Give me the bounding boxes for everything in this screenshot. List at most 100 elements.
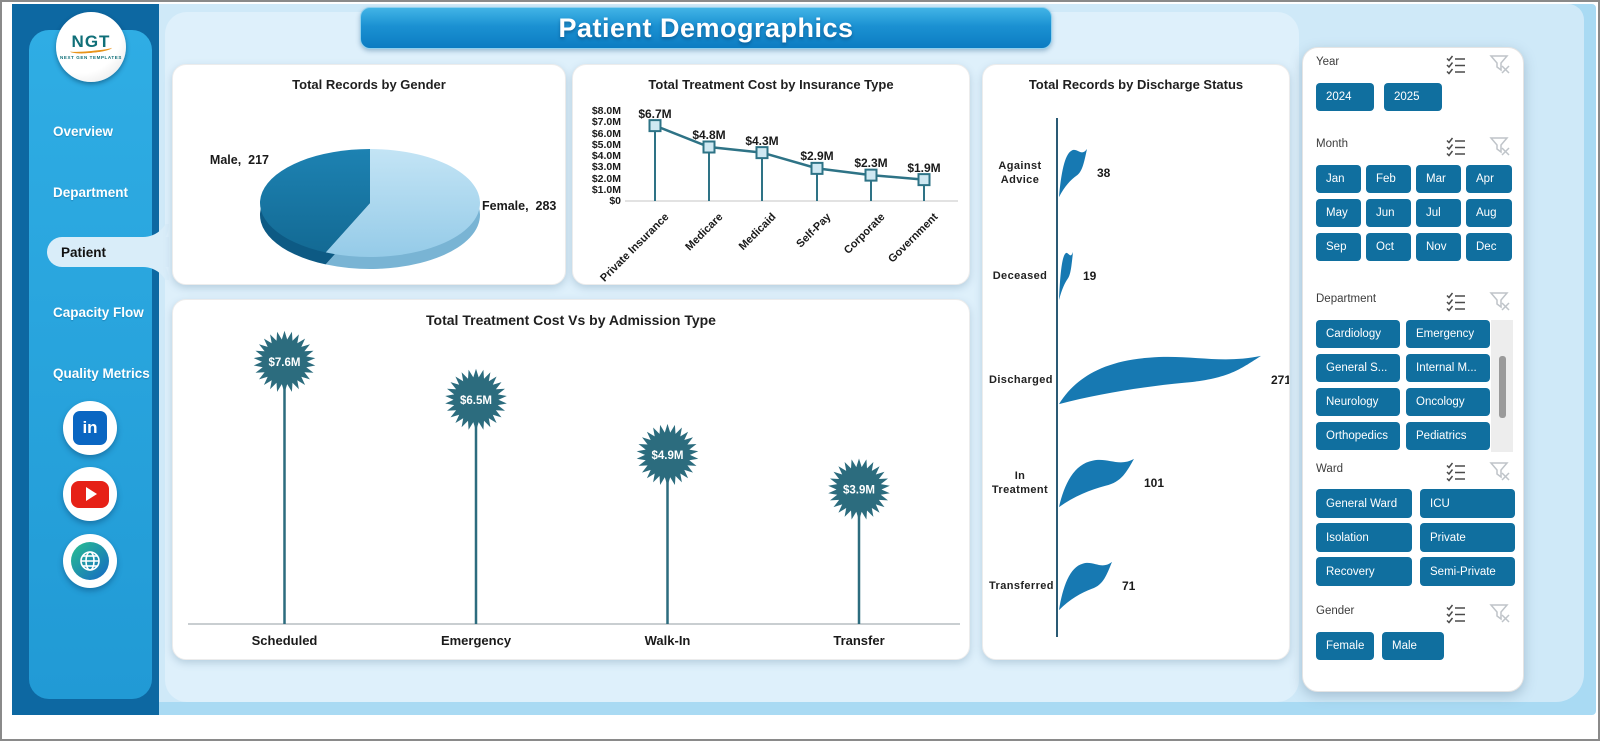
month-option-jul[interactable]: Jul [1416, 199, 1461, 227]
month-option-may[interactable]: May [1316, 199, 1361, 227]
month-option-nov[interactable]: Nov [1416, 233, 1461, 261]
department-option-internal-m-[interactable]: Internal M... [1406, 354, 1490, 382]
department-option-neurology[interactable]: Neurology [1316, 388, 1400, 416]
card-insurance-line: Total Treatment Cost by Insurance Type $… [572, 64, 970, 285]
admission-category-label: Walk-In [644, 633, 691, 648]
slicer-label-department: Department [1316, 293, 1377, 305]
department-option-pediatrics[interactable]: Pediatrics [1406, 422, 1490, 450]
clear-filter-icon[interactable] [1489, 54, 1511, 76]
ward-option-icu[interactable]: ICU [1420, 489, 1515, 518]
select-all-icon[interactable] [1445, 461, 1467, 483]
youtube-button[interactable] [63, 467, 117, 521]
slicer-icons-year [1445, 54, 1511, 76]
page-title: Patient Demographics [558, 12, 854, 43]
month-option-aug[interactable]: Aug [1466, 199, 1512, 227]
discharge-value: 19 [1083, 269, 1097, 283]
select-all-icon[interactable] [1445, 54, 1467, 76]
svg-text:$6.5M: $6.5M [460, 395, 492, 407]
y-tick: $4.0M [591, 150, 621, 162]
discharge-category-label: Deceased [992, 270, 1048, 282]
point-value-label: $6.7M [638, 106, 672, 121]
linkedin-button[interactable]: in [63, 401, 117, 455]
point-value-label: $4.8M [692, 128, 726, 142]
svg-text:$7.6M: $7.6M [269, 357, 301, 369]
year-option-2024[interactable]: 2024 [1316, 83, 1374, 111]
month-option-mar[interactable]: Mar [1416, 165, 1461, 193]
sidebar-item-overview[interactable]: Overview [53, 123, 114, 139]
logo-subtext: NEXT GEN TEMPLATES [60, 55, 122, 60]
slicer-label-gender: Gender [1316, 605, 1355, 617]
department-option-oncology[interactable]: Oncology [1406, 388, 1490, 416]
gender-option-male[interactable]: Male [1382, 632, 1444, 660]
select-all-icon[interactable] [1445, 136, 1467, 158]
select-all-icon[interactable] [1445, 603, 1467, 625]
sidebar-item-patient[interactable]: Patient [47, 237, 169, 267]
ward-option-private[interactable]: Private [1420, 523, 1515, 552]
y-tick: $1.0M [591, 183, 621, 196]
department-option-emergency[interactable]: Emergency [1406, 320, 1490, 348]
month-option-jun[interactable]: Jun [1366, 199, 1411, 227]
line-chart-title: Total Treatment Cost by Insurance Type [648, 77, 894, 92]
discharge-category-label: Discharged [989, 374, 1053, 386]
clear-filter-icon[interactable] [1489, 136, 1511, 158]
discharge-value: 38 [1097, 166, 1111, 180]
month-option-sep[interactable]: Sep [1316, 233, 1361, 261]
month-option-oct[interactable]: Oct [1366, 233, 1411, 261]
y-tick: $7.0M [591, 116, 621, 129]
department-option-orthopedics[interactable]: Orthopedics [1316, 422, 1400, 450]
y-tick: $3.0M [591, 161, 621, 174]
ward-option-isolation[interactable]: Isolation [1316, 523, 1412, 552]
department-scrollbar-thumb[interactable] [1499, 356, 1506, 418]
website-button[interactable] [63, 534, 117, 588]
point-value-label: $2.3M [854, 156, 888, 171]
y-tick: $6.0M [591, 127, 621, 140]
gender-option-female[interactable]: Female [1316, 632, 1374, 660]
department-scrollbar[interactable] [1491, 320, 1513, 452]
admission-category-label: Transfer [833, 633, 885, 648]
clear-filter-icon[interactable] [1489, 291, 1511, 313]
department-option-general-s-[interactable]: General S... [1316, 354, 1400, 382]
flag-bar[interactable] [1059, 558, 1112, 614]
sidebar-item-quality-metrics[interactable]: Quality Metrics [53, 365, 150, 381]
sidebar-item-department[interactable]: Department [53, 184, 129, 200]
admission-category-label: Emergency [440, 633, 512, 648]
clear-filter-icon[interactable] [1489, 461, 1511, 483]
admission-lollipop-chart[interactable]: $7.6M$6.5M$4.9M$3.9M [173, 300, 970, 660]
lollipop-chart-title: Total Treatment Cost Vs by Admission Typ… [426, 312, 716, 328]
year-option-2025[interactable]: 2025 [1384, 83, 1442, 111]
discharge-value: 271 [1271, 373, 1290, 387]
y-tick: $5.0M [591, 138, 621, 151]
slicer-label-year: Year [1316, 56, 1340, 68]
sidebar-item-capacity-flow[interactable]: Capacity Flow [53, 304, 144, 320]
pie-label-male: Male, 217 [209, 153, 269, 167]
slicer-label-ward: Ward [1316, 463, 1344, 475]
slicer-icons-ward [1445, 461, 1511, 483]
select-all-icon[interactable] [1445, 291, 1467, 313]
slicer-icons-department [1445, 291, 1511, 313]
ngt-logo: NGT NEXT GEN TEMPLATES [56, 12, 126, 82]
flag-bar[interactable] [1059, 145, 1087, 201]
month-option-apr[interactable]: Apr [1466, 165, 1512, 193]
clear-filter-icon[interactable] [1489, 603, 1511, 625]
flag-chart-axis [1056, 118, 1058, 637]
month-option-feb[interactable]: Feb [1366, 165, 1411, 193]
flag-bar[interactable] [1059, 455, 1134, 511]
card-admission-lollipop: Total Treatment Cost Vs by Admission Typ… [172, 299, 970, 660]
point-value-label: $4.3M [745, 133, 779, 148]
flag-chart-title: Total Records by Discharge Status [1028, 77, 1244, 92]
month-option-jan[interactable]: Jan [1316, 165, 1361, 193]
y-tick: $0 [609, 195, 621, 207]
flag-bar[interactable] [1059, 248, 1073, 304]
linkedin-icon: in [73, 411, 107, 445]
discharge-value: 71 [1122, 579, 1136, 593]
department-option-cardiology[interactable]: Cardiology [1316, 320, 1400, 348]
ward-option-general-ward[interactable]: General Ward [1316, 489, 1412, 518]
ward-option-recovery[interactable]: Recovery [1316, 557, 1412, 586]
gender-pie-chart[interactable] [173, 85, 566, 285]
ward-option-semi-private[interactable]: Semi-Private [1420, 557, 1515, 586]
month-option-dec[interactable]: Dec [1466, 233, 1512, 261]
insurance-line-chart[interactable] [573, 65, 970, 285]
pie-chart-title: Total Records by Gender [292, 77, 446, 92]
card-gender-pie: Total Records by Gender Male, 217 Female… [172, 64, 566, 285]
flag-bar[interactable] [1059, 352, 1261, 408]
